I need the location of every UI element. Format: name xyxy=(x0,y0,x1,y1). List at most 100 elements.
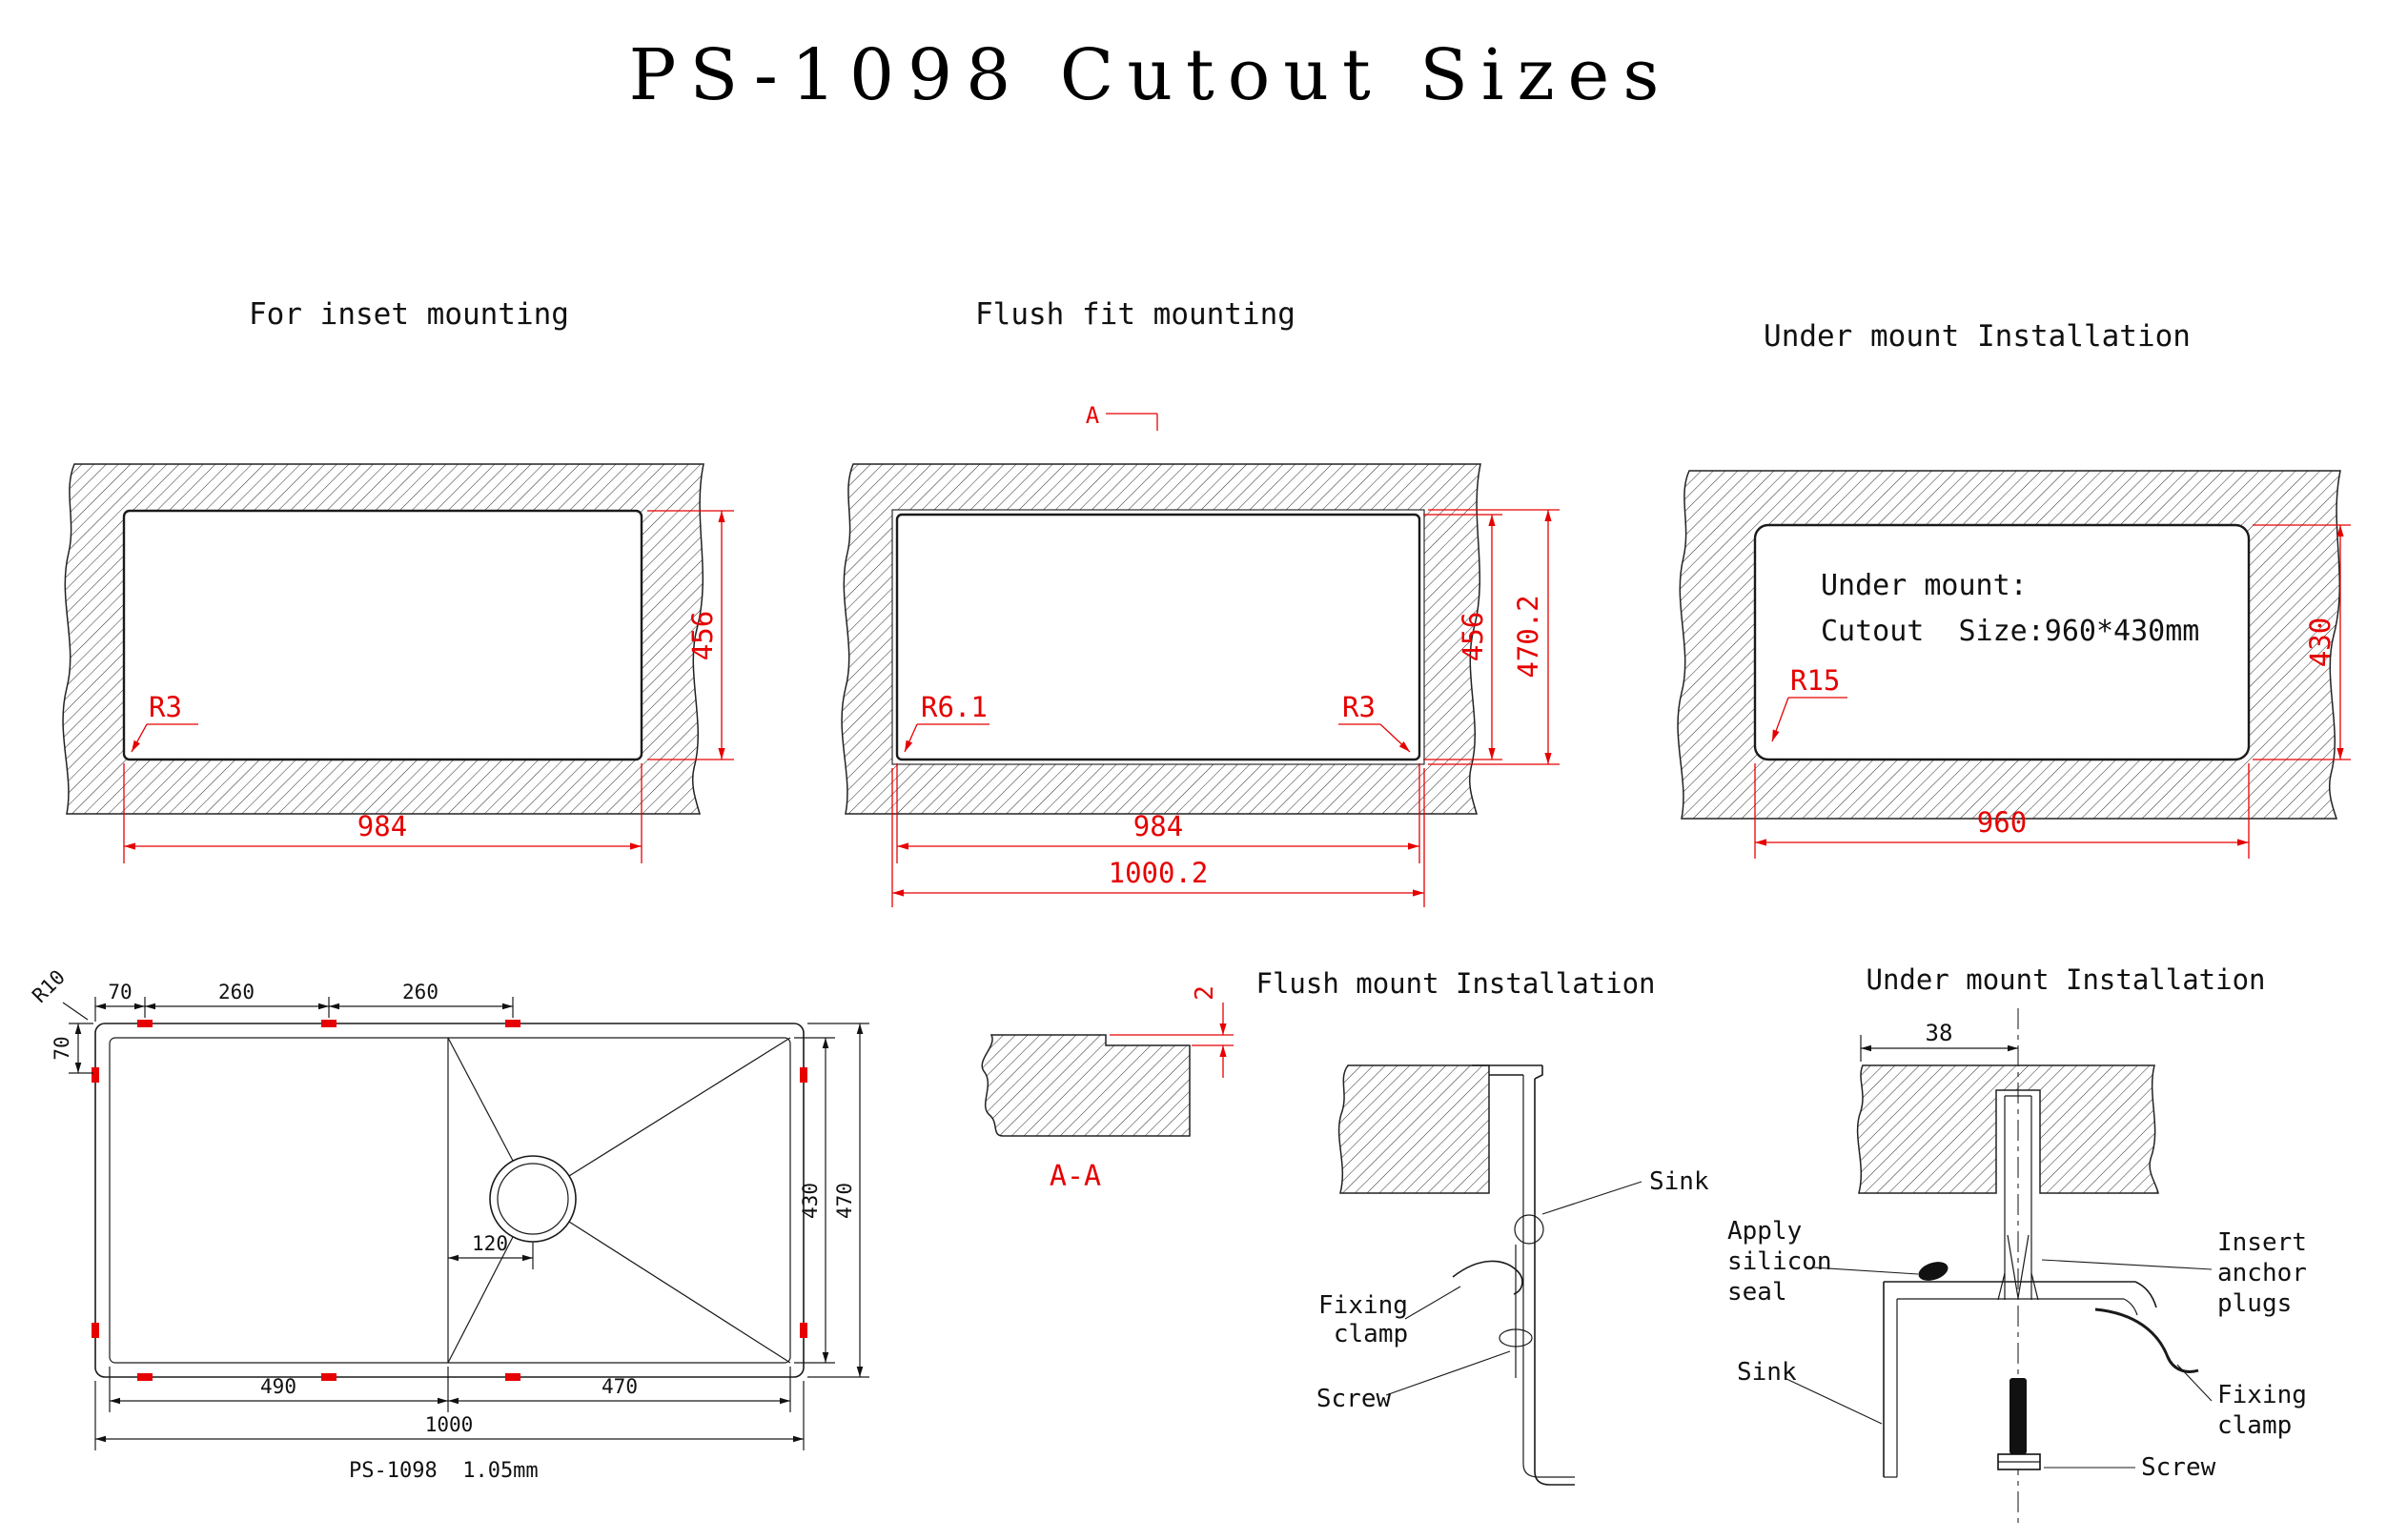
dim-70-top: 70 xyxy=(108,981,132,1003)
drain-outer xyxy=(489,1155,577,1243)
radius-callout-r3: R3 xyxy=(1338,691,1411,753)
apply-label: Apply xyxy=(1727,1217,1802,1246)
dim-38-label: 38 xyxy=(1926,1020,1953,1046)
undermount-note-line2: Cutout Size:960*430mm xyxy=(1821,615,2199,648)
sink-rim-profile xyxy=(1883,1281,2157,1478)
silicon-seal-bead xyxy=(1918,1262,1948,1281)
callout-fixing-clamp: Fixing clamp xyxy=(1318,1286,1461,1348)
flush-install-detail: Flush mount Installation Sink Fixing cla… xyxy=(1255,967,1709,1486)
section-aa-label: A-A xyxy=(1050,1160,1101,1193)
under-install-detail: Under mount Installation 38 xyxy=(1727,963,2307,1525)
countertop-block xyxy=(1337,1064,1490,1194)
model-label: PS-1098 1.05mm xyxy=(349,1459,539,1483)
screw-label: Screw xyxy=(2141,1453,2216,1482)
silicon-label: silicon xyxy=(1727,1247,1832,1276)
clip-marks xyxy=(92,1020,807,1381)
cutout-opening xyxy=(1753,523,2251,761)
dim-step-2: 2 xyxy=(1110,985,1234,1078)
plugs-label: plugs xyxy=(2217,1289,2292,1318)
sink-top-view: 70 260 260 R10 70 120 430 xyxy=(28,965,869,1483)
bowl-slope-lines xyxy=(447,1037,791,1364)
dim-470-right: 470 xyxy=(833,1183,856,1219)
callout-apply-silicon-seal: Apply silicon seal xyxy=(1727,1217,1919,1307)
flush-install-title: Flush mount Installation xyxy=(1255,967,1655,1000)
radius-callout-r3: R3 xyxy=(131,691,198,753)
undermount-note-line1: Under mount: xyxy=(1821,569,2028,602)
dim-width-label: 960 xyxy=(1977,806,2027,839)
fixing-label: Fixing xyxy=(2217,1381,2307,1409)
panel-under: Under mount Installation Under mount: Cu… xyxy=(1677,319,2351,859)
section-aa-detail: 2 A-A xyxy=(981,985,1234,1193)
radius-callout-r15: R15 xyxy=(1771,664,1847,742)
dim-height-label: 430 xyxy=(2304,618,2336,667)
clamp-label: clamp xyxy=(2217,1411,2292,1440)
dim-inset-width: 984 xyxy=(123,763,643,863)
dim-width-label: 984 xyxy=(357,810,407,842)
dim-flush-width-inner: 984 xyxy=(896,763,1420,863)
callout-fixing-clamp: Fixing clamp xyxy=(2176,1364,2307,1440)
dim-right-430: 430 xyxy=(794,1037,835,1364)
dim-left-70: 70 xyxy=(51,1023,93,1074)
panel-under-title: Under mount Installation xyxy=(1764,319,2191,354)
clamp-and-screw xyxy=(1452,1214,1544,1378)
radius-callout-r10: R10 xyxy=(28,965,89,1021)
page-title: PS-1098 Cutout Sizes xyxy=(629,34,1673,116)
radius-callout-r61: R6.1 xyxy=(904,691,989,753)
callout-sink: Sink xyxy=(1541,1167,1709,1215)
screw-label: Screw xyxy=(1316,1385,1392,1413)
dim-70-left: 70 xyxy=(51,1036,73,1060)
sink-label: Sink xyxy=(1737,1358,1797,1387)
dim-430: 430 xyxy=(799,1183,822,1219)
anchor-label: anchor xyxy=(2217,1259,2307,1287)
drain-inner xyxy=(497,1163,569,1235)
dim-height-inner-label: 456 xyxy=(1457,612,1489,661)
dim-drain-120: 120 xyxy=(448,1232,534,1269)
dim-under-height: 430 xyxy=(2253,524,2351,760)
dim-r10: R10 xyxy=(28,965,70,1007)
radius-label: R3 xyxy=(149,691,182,723)
panel-flush-title: Flush fit mounting xyxy=(975,297,1296,332)
dim-260-b: 260 xyxy=(402,981,439,1003)
sink-label: Sink xyxy=(1649,1167,1709,1196)
dim-120: 120 xyxy=(472,1232,508,1255)
panel-inset-title: For inset mounting xyxy=(249,297,569,332)
dim-width-inner-label: 984 xyxy=(1133,810,1183,842)
dim-260-a: 260 xyxy=(218,981,255,1003)
dim-490: 490 xyxy=(260,1375,296,1398)
dim-under-width: 960 xyxy=(1754,763,2250,859)
screw-assembly xyxy=(1997,1378,2041,1470)
panel-flush: Flush fit mounting A A 456 470.2 xyxy=(841,297,1560,907)
callout-screw: Screw xyxy=(1316,1350,1511,1413)
dim-bottom-490-470: 490 470 xyxy=(109,1367,791,1412)
fixing-clamp-arm xyxy=(2094,1307,2199,1373)
dim-470-bottom: 470 xyxy=(602,1375,638,1398)
radius-left-label: R6.1 xyxy=(921,691,988,723)
countertop-block xyxy=(1856,1064,2159,1194)
section-letter: A xyxy=(1086,402,1100,429)
clamp-label: clamp xyxy=(1334,1320,1408,1348)
radius-right-label: R3 xyxy=(1342,691,1376,723)
dim-offset-38: 38 xyxy=(1860,1020,2018,1062)
dim-flush-height-inner: 456 xyxy=(1423,514,1502,760)
dim-flush-width-outer: 1000.2 xyxy=(891,768,1425,907)
dim-height-outer-label: 470.2 xyxy=(1512,595,1544,678)
panel-inset: For inset mounting 456 984 R3 xyxy=(62,297,734,863)
dim-top-chain: 70 260 260 xyxy=(94,981,514,1022)
dim-right-470: 470 xyxy=(807,1023,869,1378)
dim-inset-height: 456 xyxy=(647,510,734,760)
dim-height-label: 456 xyxy=(686,611,719,660)
dim-2-label: 2 xyxy=(1191,985,1219,1001)
counter-cross-section xyxy=(981,1034,1191,1137)
sink-profile xyxy=(1472,1064,1575,1486)
anchor-plug xyxy=(1997,1095,2039,1301)
callout-screw: Screw xyxy=(2044,1453,2216,1482)
callout-insert-anchor-plugs: Insert anchor plugs xyxy=(2041,1228,2307,1318)
dim-flush-height-outer: 470.2 xyxy=(1428,509,1560,765)
seal-label: seal xyxy=(1727,1278,1787,1307)
cutout-opening xyxy=(895,513,1421,761)
sink-inner-edge xyxy=(109,1037,791,1364)
fixing-label: Fixing xyxy=(1318,1291,1408,1320)
under-install-title: Under mount Installation xyxy=(1866,963,2265,996)
